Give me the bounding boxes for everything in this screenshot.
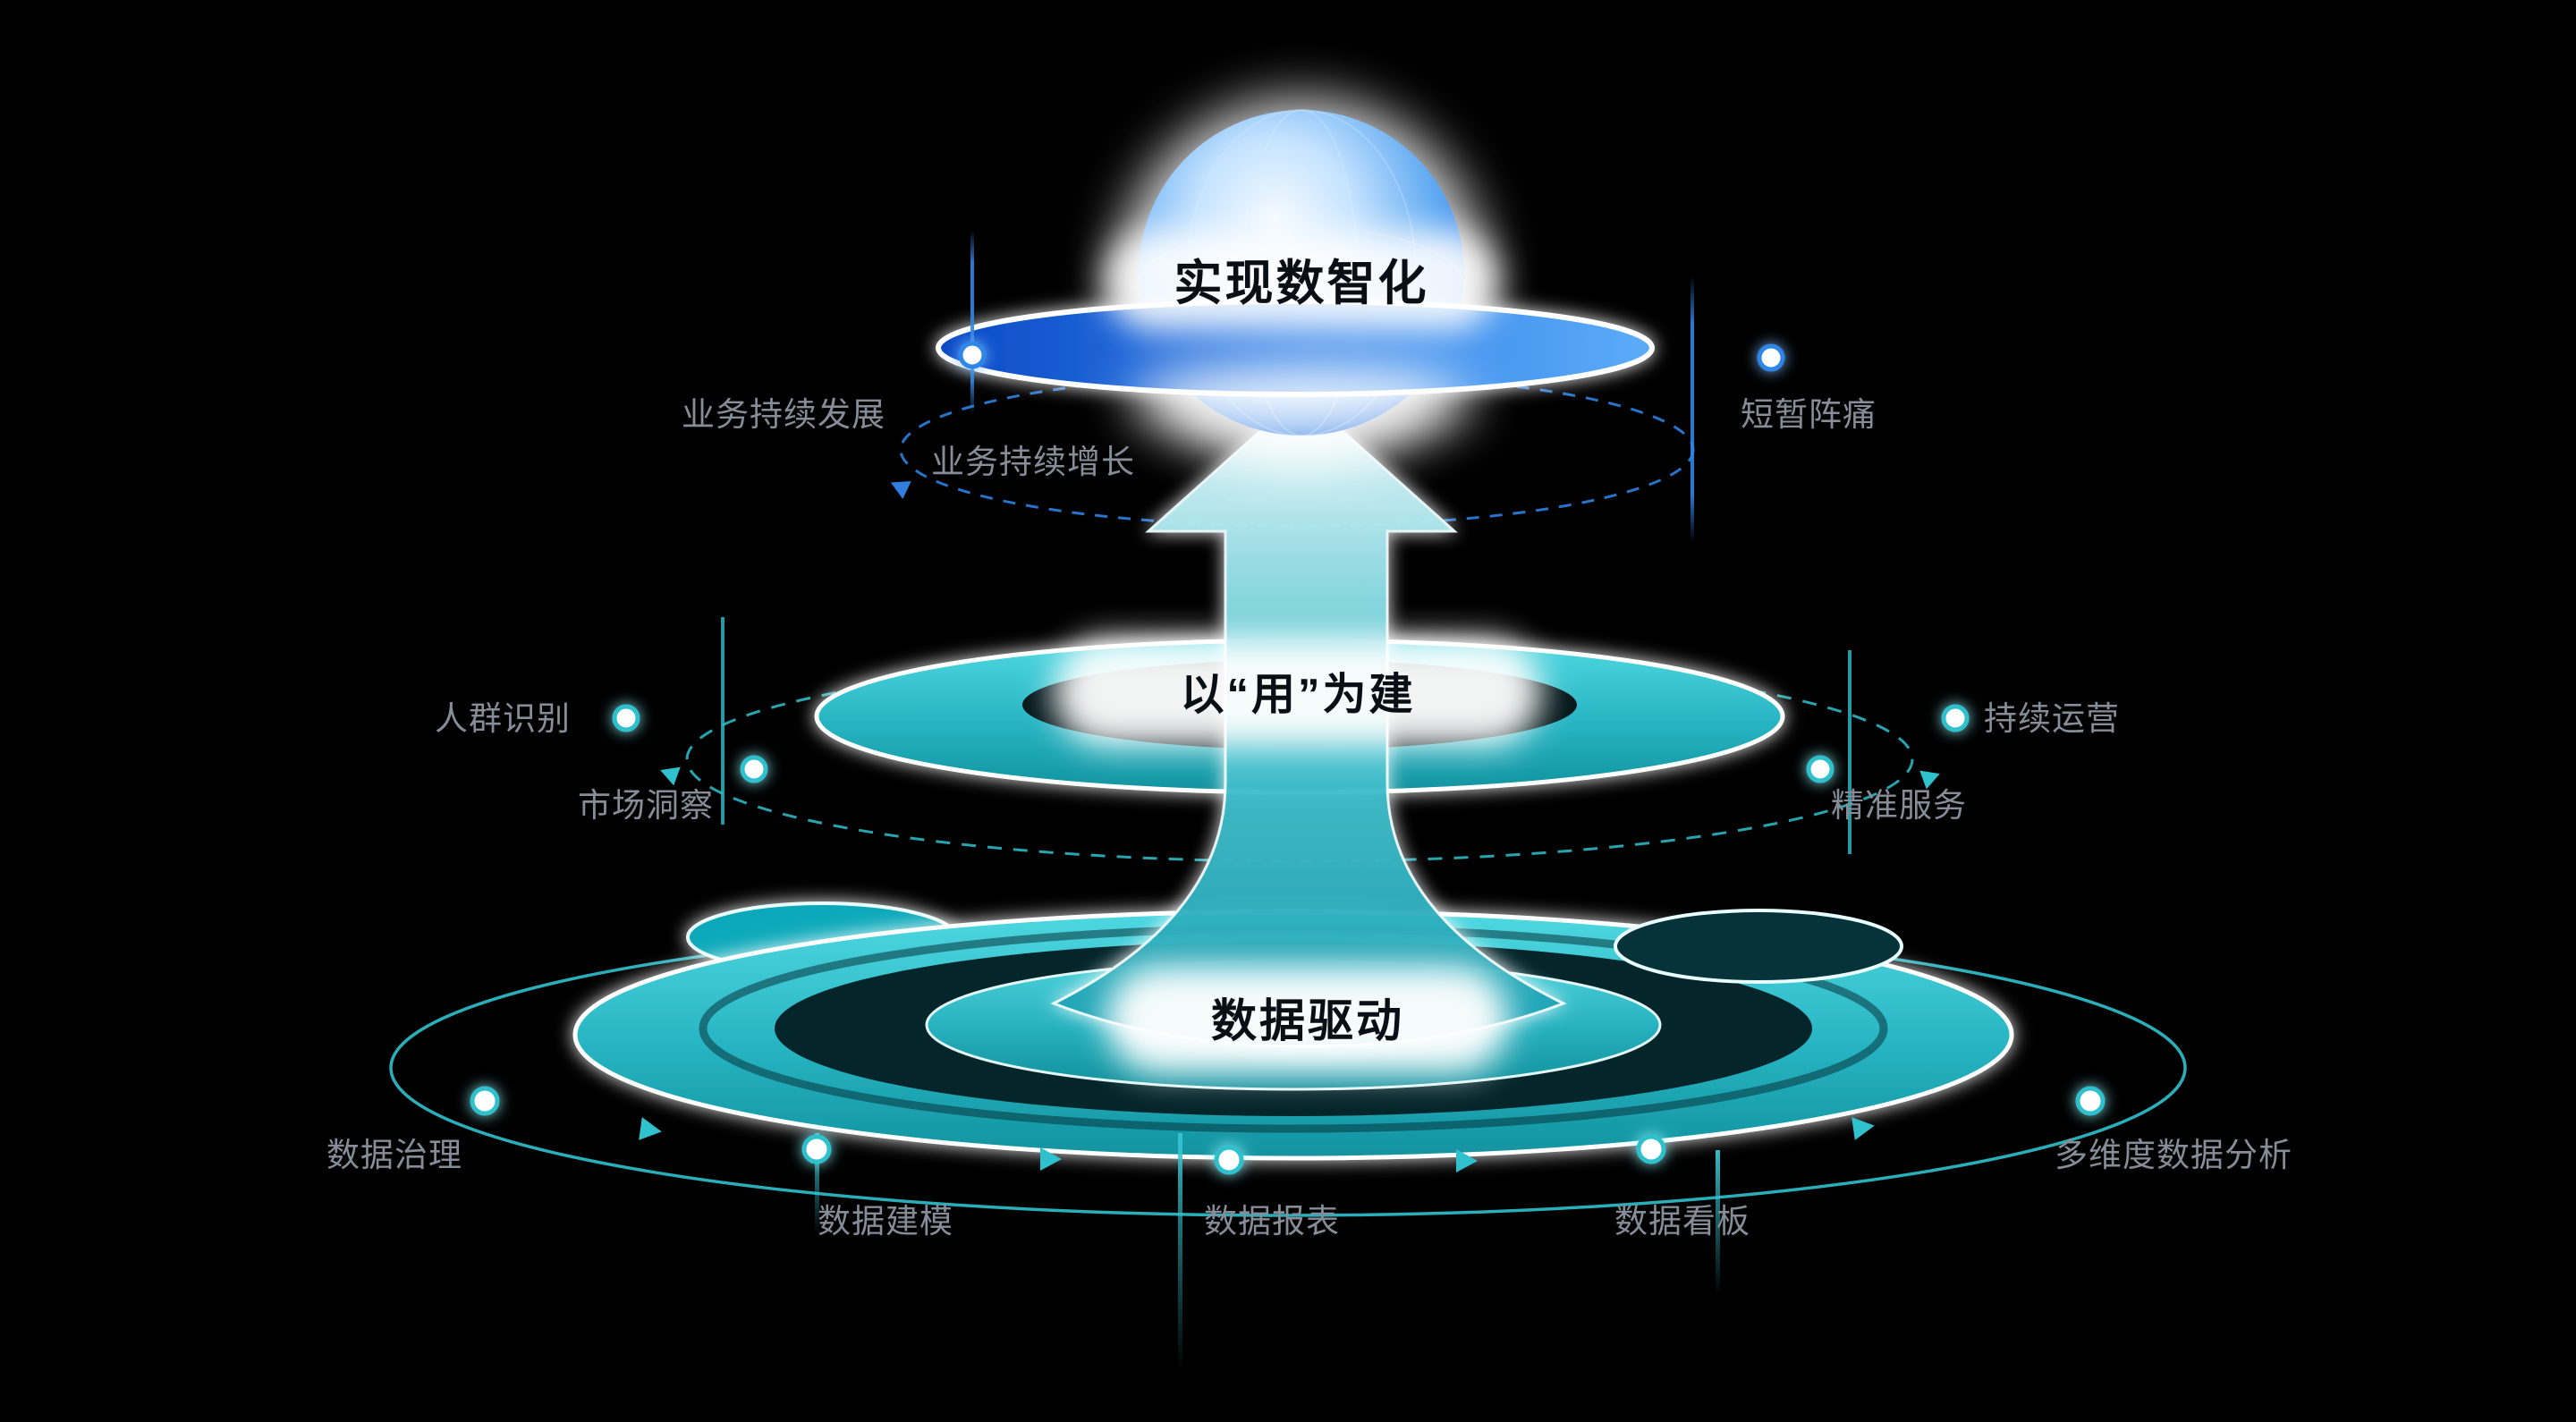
annotation-multidimensional-analysis: 多维度数据分析 — [2055, 1137, 2292, 1173]
tier-label-middle: 以“用”为建 — [1180, 671, 1415, 719]
annotation-data-governance: 数据治理 — [326, 1137, 462, 1173]
annotation-audience-identification: 人群识别 — [435, 700, 571, 737]
node-dot-teal — [1941, 704, 1970, 732]
top-tier: 实现数智化 — [936, 98, 1655, 465]
annotation-data-dashboard: 数据看板 — [1614, 1203, 1750, 1240]
annotation-short-term-pain: 短暂阵痛 — [1741, 396, 1877, 433]
bottom-left-drop-line — [815, 1133, 819, 1234]
annotation-precision-service: 精准服务 — [1831, 787, 1967, 824]
flow-arrowhead-icon — [1919, 770, 1940, 790]
bottom-right-drop-line — [1716, 1150, 1720, 1295]
flow-arrowhead-icon — [660, 766, 681, 786]
middle-label-glow-band — [1054, 638, 1542, 747]
tier-label-top: 实现数智化 — [1174, 257, 1429, 310]
top-label-glow-band — [1105, 231, 1498, 331]
annotation-market-insight: 市场洞察 — [578, 787, 714, 824]
top-left-tick-line — [970, 230, 974, 414]
annotation-data-report: 数据报表 — [1204, 1203, 1340, 1240]
flow-arrowhead-icon — [1852, 1117, 1875, 1140]
top-orbit-arrowhead-icon — [890, 481, 911, 499]
node-dot-teal — [740, 755, 768, 783]
bottom-center-drop-line — [1178, 1133, 1182, 1372]
node-dot-blue — [958, 341, 987, 369]
node-dot-teal — [470, 1086, 500, 1116]
top-right-tick-line — [1690, 276, 1694, 542]
node-dot-teal — [612, 704, 640, 732]
flow-arrowhead-icon — [1040, 1147, 1062, 1171]
annotation-continuous-operation: 持续运营 — [1984, 700, 2120, 737]
flow-arrowhead-icon — [1456, 1149, 1478, 1172]
flow-arrowhead-icon — [639, 1117, 662, 1140]
middle-right-tick-line — [1848, 650, 1852, 854]
node-dot-teal — [801, 1134, 832, 1164]
node-dot-teal — [1214, 1145, 1244, 1175]
middle-left-tick-line — [721, 617, 724, 825]
top-junction-glow — [1131, 363, 1471, 438]
annotation-business-growth: 业务持续增长 — [931, 444, 1135, 480]
node-dot-teal — [1636, 1134, 1666, 1164]
bottom-label-glow-band — [1106, 966, 1509, 1073]
node-dot-teal — [2075, 1086, 2106, 1116]
annotation-business-development: 业务持续发展 — [682, 396, 886, 433]
annotation-data-modeling: 数据建模 — [818, 1203, 953, 1240]
tier-label-bottom: 数据驱动 — [1211, 995, 1404, 1046]
node-dot-blue — [1757, 343, 1785, 372]
node-dots — [470, 341, 2106, 1175]
bottom-surface-bump-right — [1614, 909, 1903, 984]
node-dot-teal — [1806, 755, 1835, 783]
